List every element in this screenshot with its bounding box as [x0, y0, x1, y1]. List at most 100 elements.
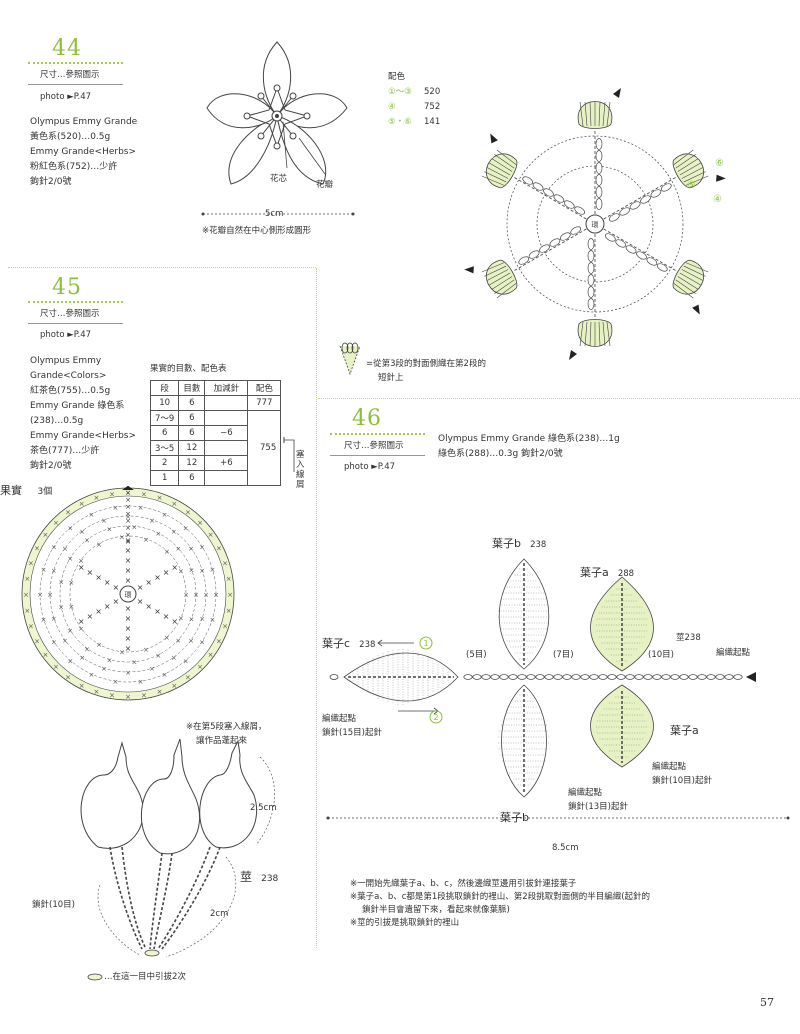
stitch-mark: × — [149, 517, 155, 525]
stitch-line — [683, 171, 706, 183]
material-line: Olympus Emmy — [30, 356, 102, 366]
dotted-rule — [28, 62, 123, 64]
leaf-a-right-label: 葉子a — [670, 724, 699, 737]
svg-text:2: 2 — [433, 713, 438, 722]
stitch-mark: × — [78, 557, 84, 565]
stitch-mark: × — [67, 627, 73, 635]
stitch-mark: × — [141, 490, 147, 498]
chain-stitch — [595, 174, 603, 186]
rule — [28, 84, 123, 85]
stitch-mark: × — [154, 573, 161, 582]
chain-stitch — [570, 226, 582, 235]
page-number: 57 — [760, 996, 774, 1009]
stitch-mark: × — [65, 674, 71, 682]
stitch-mark: × — [113, 597, 120, 606]
count-5-label: (5目) — [466, 650, 487, 660]
stitch-mark: × — [199, 639, 205, 647]
stitch-mark: × — [222, 559, 228, 567]
stitch-mark: × — [149, 665, 155, 673]
cell-count: 6 — [178, 395, 206, 411]
stitch-line — [598, 101, 601, 127]
chain-stitch — [616, 674, 626, 680]
stitch-line — [486, 167, 509, 179]
instruction-line: ※葉子a、b、c都是第1段挑取鎖針的裡山、第2段挑取對面側的半目編織(起針的 — [350, 892, 651, 902]
color-code: 141 — [424, 117, 441, 127]
chain-stitch — [650, 189, 662, 198]
dotted-rule — [28, 301, 123, 303]
material-line: 鉤針2/0號 — [30, 177, 72, 187]
stem-chain-marks — [329, 672, 756, 682]
stitch-line — [491, 158, 513, 172]
stitch-mark: × — [216, 637, 222, 645]
table-row: 10 6 777 — [149, 395, 282, 411]
chain-stitch — [640, 195, 651, 204]
petal-chart-group — [464, 88, 726, 360]
stitch-mark: × — [68, 579, 74, 587]
chain-stitch — [615, 239, 627, 248]
stitch-mark: × — [125, 556, 132, 565]
material-line: Emmy Grande<Herbs> — [30, 431, 137, 441]
stitch-mark: × — [125, 517, 131, 525]
stitch-mark: × — [106, 656, 112, 664]
stitch-line — [673, 149, 694, 165]
stitch-line — [606, 321, 611, 347]
leaf-crochet-chart: 1 2 — [326, 558, 790, 820]
petal-chart — [603, 228, 709, 315]
chain-stitch — [559, 232, 571, 241]
color-rounds: ④ — [388, 102, 396, 112]
chain-stitch — [652, 674, 662, 680]
instruction-line: ※一開始先織葉子a、b、c，然後邊織莖邊用引拔針連接葉子 — [350, 879, 577, 889]
stitch-mark: × — [125, 513, 131, 521]
start-point-label: 編織起點 — [652, 762, 687, 772]
table-header-cell: 加減針 — [204, 380, 249, 396]
stitch-mark: × — [95, 607, 102, 616]
petal-tip — [672, 153, 704, 189]
stuff-note: 讓作品蓬起來 — [196, 736, 248, 746]
petal-chart — [464, 226, 587, 299]
stitch-mark: × — [188, 566, 194, 574]
stitch-mark: × — [125, 693, 131, 701]
slip-stitch-icon — [87, 973, 103, 981]
stitch-mark: × — [125, 489, 131, 497]
stitch-line — [675, 154, 696, 169]
stitch-line — [602, 321, 606, 347]
cell-round: 10 — [149, 395, 180, 411]
stitch-line — [489, 162, 511, 176]
stuffing-bracket — [283, 437, 295, 472]
chain-stitch — [636, 251, 647, 260]
fruit-stitch-marks: ××××××××××××××××××××××××××××××××××××××××… — [23, 486, 233, 701]
chain-line — [603, 228, 678, 272]
chain-start-label: 鎖針(13目)起針 — [568, 802, 628, 812]
stitch-mark: × — [113, 678, 119, 686]
stitch-mark: × — [101, 517, 107, 525]
stitch-mark: × — [104, 602, 111, 611]
table-header-cell: 段 — [149, 380, 180, 396]
color-755-label: 755 — [258, 441, 279, 455]
petal-note: ※花瓣自然在中心側形成圓形 — [202, 226, 312, 236]
stitch-mark: × — [185, 508, 191, 516]
stitch-mark: × — [145, 578, 152, 587]
stitch-line — [589, 101, 592, 127]
stitch-mark: × — [67, 555, 73, 563]
chain-stitch — [587, 274, 595, 286]
chain-stitch — [553, 674, 563, 680]
stitch-mark: × — [188, 545, 194, 553]
material-line: Emmy Grande<Herbs> — [30, 147, 137, 157]
stitch-mark: × — [43, 531, 49, 539]
divider-horizontal-right — [318, 398, 800, 399]
stitch-mark: × — [208, 651, 214, 659]
stitch-mark: × — [79, 682, 85, 690]
petal-chart — [481, 133, 587, 220]
stitch-mark: × — [95, 573, 102, 582]
stitch-mark: × — [78, 617, 85, 626]
stitch-mark: × — [138, 678, 144, 686]
chain-stitch — [608, 213, 620, 222]
chain-stitch — [574, 206, 586, 215]
stitch-mark: × — [209, 616, 215, 624]
leaf-stitch-marks — [348, 563, 648, 793]
stitch-mark: × — [65, 508, 71, 516]
stitch-line — [481, 175, 505, 186]
stitch-mark: × — [51, 615, 57, 623]
stitch-mark: × — [79, 528, 85, 536]
divider-horizontal-left — [8, 267, 316, 268]
